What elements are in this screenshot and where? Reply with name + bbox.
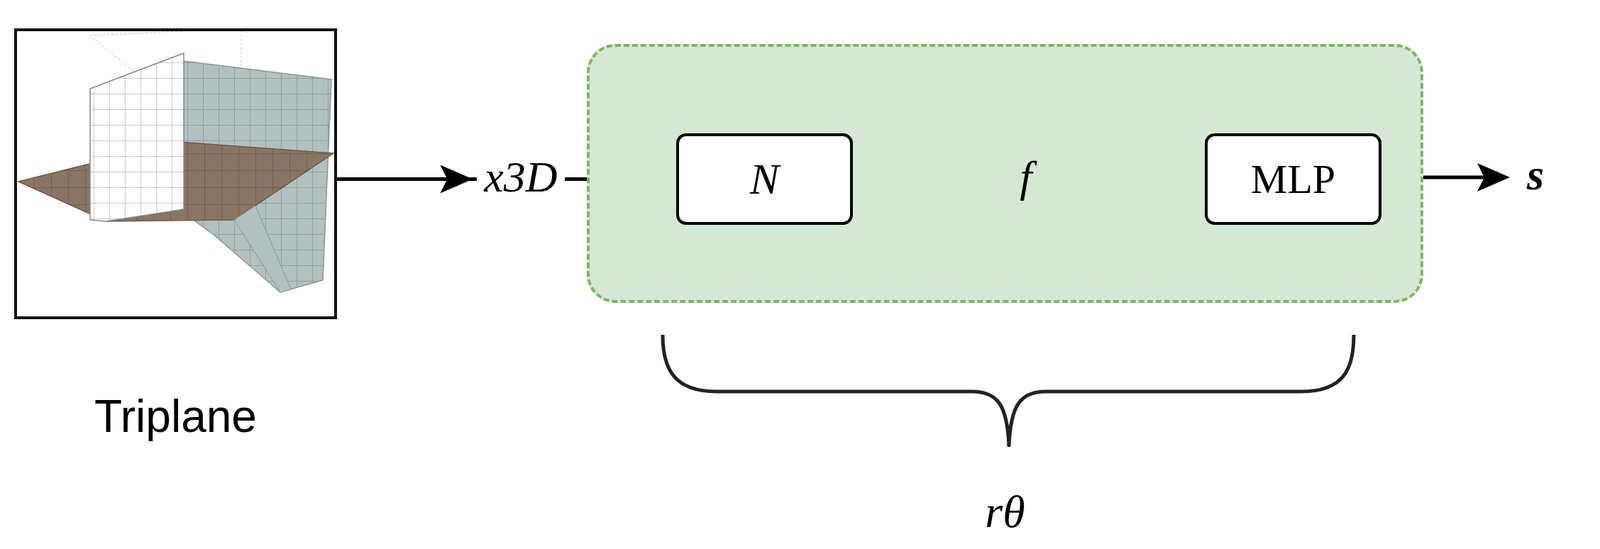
process-box: MLP: [1204, 133, 1382, 225]
curly-brace: [662, 334, 1354, 448]
process-box: N: [676, 133, 853, 225]
triplane-figure: [18, 28, 334, 293]
edge-label: x3D: [476, 149, 565, 204]
box-label: MLP: [1250, 154, 1336, 205]
box-label: N: [749, 152, 780, 206]
caption-label: rθ: [589, 485, 1421, 540]
arrow-head: [439, 165, 473, 194]
caption-label: Triplane: [17, 389, 335, 445]
output-symbol: s: [1522, 147, 1549, 202]
triplane-frame: Triplane: [14, 28, 338, 320]
group-region: rθNMLP: [586, 43, 1424, 303]
edge-label: f⃗: [1012, 149, 1073, 204]
